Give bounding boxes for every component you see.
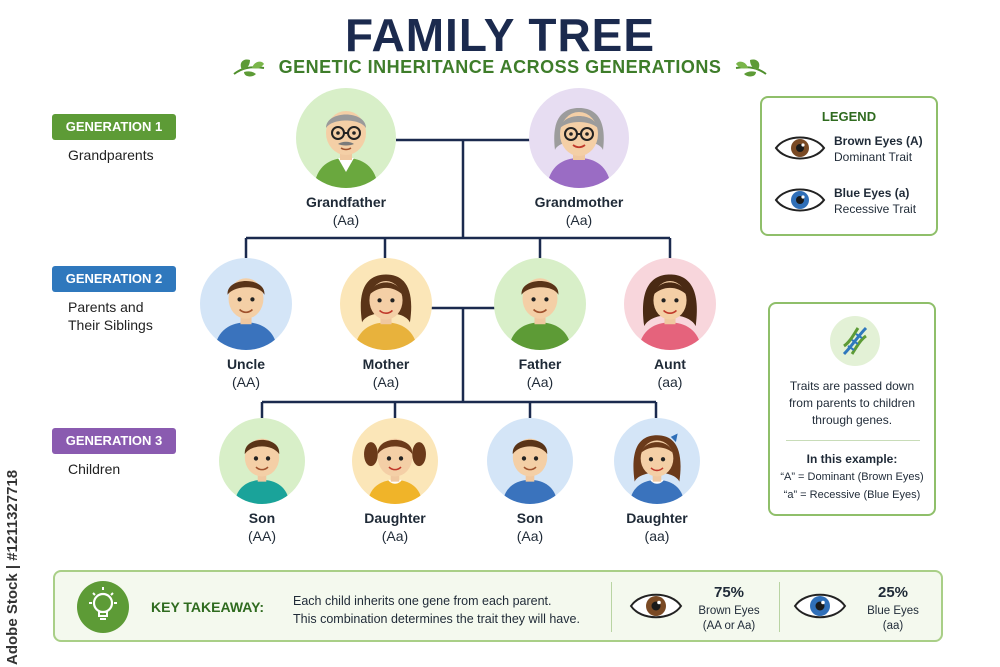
person-name: Mother — [362, 356, 410, 372]
person-genotype: (AA) — [248, 528, 276, 544]
key-takeaway-line: This combination determines the trait th… — [293, 612, 580, 626]
person-name: Father — [518, 356, 562, 372]
son-avatar — [487, 418, 573, 504]
info-example-title: In this example: — [806, 452, 898, 466]
person-name: Aunt — [654, 356, 686, 372]
legend-blue-label: Blue Eyes (a) — [834, 186, 910, 200]
lightbulb-icon — [89, 587, 117, 620]
generation-1-desc-line: Grandparents — [68, 147, 154, 163]
stat-brown-eyes: 75% Brown Eyes (AA or Aa) — [629, 584, 779, 634]
person-name: Son — [516, 510, 544, 526]
father-avatar — [494, 258, 586, 350]
stat-blue-eyes: 25% Blue Eyes (aa) — [793, 584, 943, 634]
subtitle-row: GENETIC INHERITANCE ACROSS GENERATIONS — [0, 56, 1000, 78]
person-genotype: (AA) — [232, 374, 260, 390]
key-takeaway-text: Each child inherits one gene from each p… — [293, 592, 580, 628]
person-name: Daughter — [364, 510, 426, 526]
stat-label: Brown Eyes — [698, 605, 760, 617]
generation-3-desc-line: Children — [68, 461, 121, 477]
daughter-avatar — [352, 418, 438, 504]
brown-eye-icon — [629, 593, 683, 619]
leaf-icon — [233, 59, 265, 77]
info-panel: Traits are passed down from parents to c… — [768, 302, 936, 516]
key-takeaway-line: Each child inherits one gene from each p… — [293, 594, 552, 608]
legend-title: LEGEND — [821, 109, 877, 124]
info-key-dominant: “A” = Dominant (Brown Eyes) — [780, 471, 924, 483]
person-son-2: Son (Aa) — [484, 418, 576, 544]
info-divider — [786, 440, 920, 441]
legend-brown-label: Brown Eyes (A) — [834, 134, 923, 148]
person-aunt: Aunt (aa) — [620, 258, 720, 390]
person-genotype: (Aa) — [526, 374, 554, 390]
stock-credit-text: Adobe Stock | #1211327718 — [4, 469, 21, 665]
stat-percent: 75% — [713, 584, 745, 601]
stat-label: Blue Eyes — [867, 605, 919, 617]
generation-1-badge: GENERATION 1 — [52, 114, 176, 140]
generation-2-desc-line: Their Siblings — [68, 317, 153, 333]
person-grandmother: Grandmother (Aa) — [519, 88, 639, 228]
person-grandfather: Grandfather (Aa) — [286, 88, 406, 228]
grandmother-avatar — [529, 88, 629, 188]
person-genotype: (Aa) — [565, 212, 593, 228]
uncle-avatar — [200, 258, 292, 350]
page-title: FAMILY TREE — [344, 9, 656, 61]
info-text-line: Traits are passed down — [789, 379, 915, 393]
info-text-line: through genes. — [811, 413, 893, 427]
person-father: Father (Aa) — [490, 258, 590, 390]
dna-icon — [842, 326, 868, 356]
info-key-recessive: “a” = Recessive (Blue Eyes) — [783, 489, 921, 501]
brown-eye-icon — [774, 136, 826, 160]
takeaway-divider — [779, 582, 780, 632]
info-text-line: from parents to children — [788, 396, 916, 410]
stock-credit: Adobe Stock | #1211327718 — [4, 420, 26, 665]
aunt-avatar — [624, 258, 716, 350]
person-daughter-1: Daughter (Aa) — [349, 418, 441, 544]
legend-panel: LEGEND Brown Eyes (A) Dominant Trait Blu… — [760, 96, 938, 236]
legend-brown-sub: Dominant Trait — [834, 150, 913, 164]
info-text: Traits are passed down from parents to c… — [776, 378, 928, 429]
son-avatar — [219, 418, 305, 504]
page-subtitle: GENETIC INHERITANCE ACROSS GENERATIONS — [278, 56, 722, 77]
person-genotype: (Aa) — [516, 528, 544, 544]
generation-2-desc-line: Parents and — [68, 299, 144, 315]
key-takeaway-label: KEY TAKEAWAY: — [151, 599, 265, 615]
stat-genotype: (AA or Aa) — [702, 620, 756, 632]
leaf-icon — [735, 59, 767, 77]
generation-3-desc: Children — [68, 460, 120, 478]
blue-eye-icon — [793, 593, 847, 619]
person-uncle: Uncle (AA) — [196, 258, 296, 390]
takeaway-divider — [611, 582, 612, 632]
person-mother: Mother (Aa) — [336, 258, 436, 390]
person-name: Grandfather — [305, 194, 387, 210]
generation-3-badge: GENERATION 3 — [52, 428, 176, 454]
person-son-1: Son (AA) — [216, 418, 308, 544]
generation-2-badge: GENERATION 2 — [52, 266, 176, 292]
generation-2-desc: Parents and Their Siblings — [68, 298, 153, 334]
mother-avatar — [340, 258, 432, 350]
person-genotype: (Aa) — [332, 212, 360, 228]
dna-icon-badge — [830, 316, 880, 366]
stat-genotype: (aa) — [882, 620, 904, 632]
person-genotype: (aa) — [657, 374, 683, 390]
lightbulb-badge — [77, 581, 129, 633]
person-name: Uncle — [226, 356, 266, 372]
blue-eye-icon — [774, 188, 826, 212]
grandfather-avatar — [296, 88, 396, 188]
person-name: Son — [248, 510, 276, 526]
person-name: Grandmother — [534, 194, 624, 210]
person-genotype: (aa) — [644, 528, 670, 544]
key-takeaway-panel: KEY TAKEAWAY: Each child inherits one ge… — [53, 570, 943, 642]
person-genotype: (Aa) — [381, 528, 409, 544]
stat-percent: 25% — [877, 584, 909, 601]
person-name: Daughter — [626, 510, 688, 526]
person-genotype: (Aa) — [372, 374, 400, 390]
legend-blue-sub: Recessive Trait — [834, 202, 917, 216]
generation-1-desc: Grandparents — [68, 146, 154, 164]
person-daughter-2: Daughter (aa) — [611, 418, 703, 544]
daughter-avatar — [614, 418, 700, 504]
